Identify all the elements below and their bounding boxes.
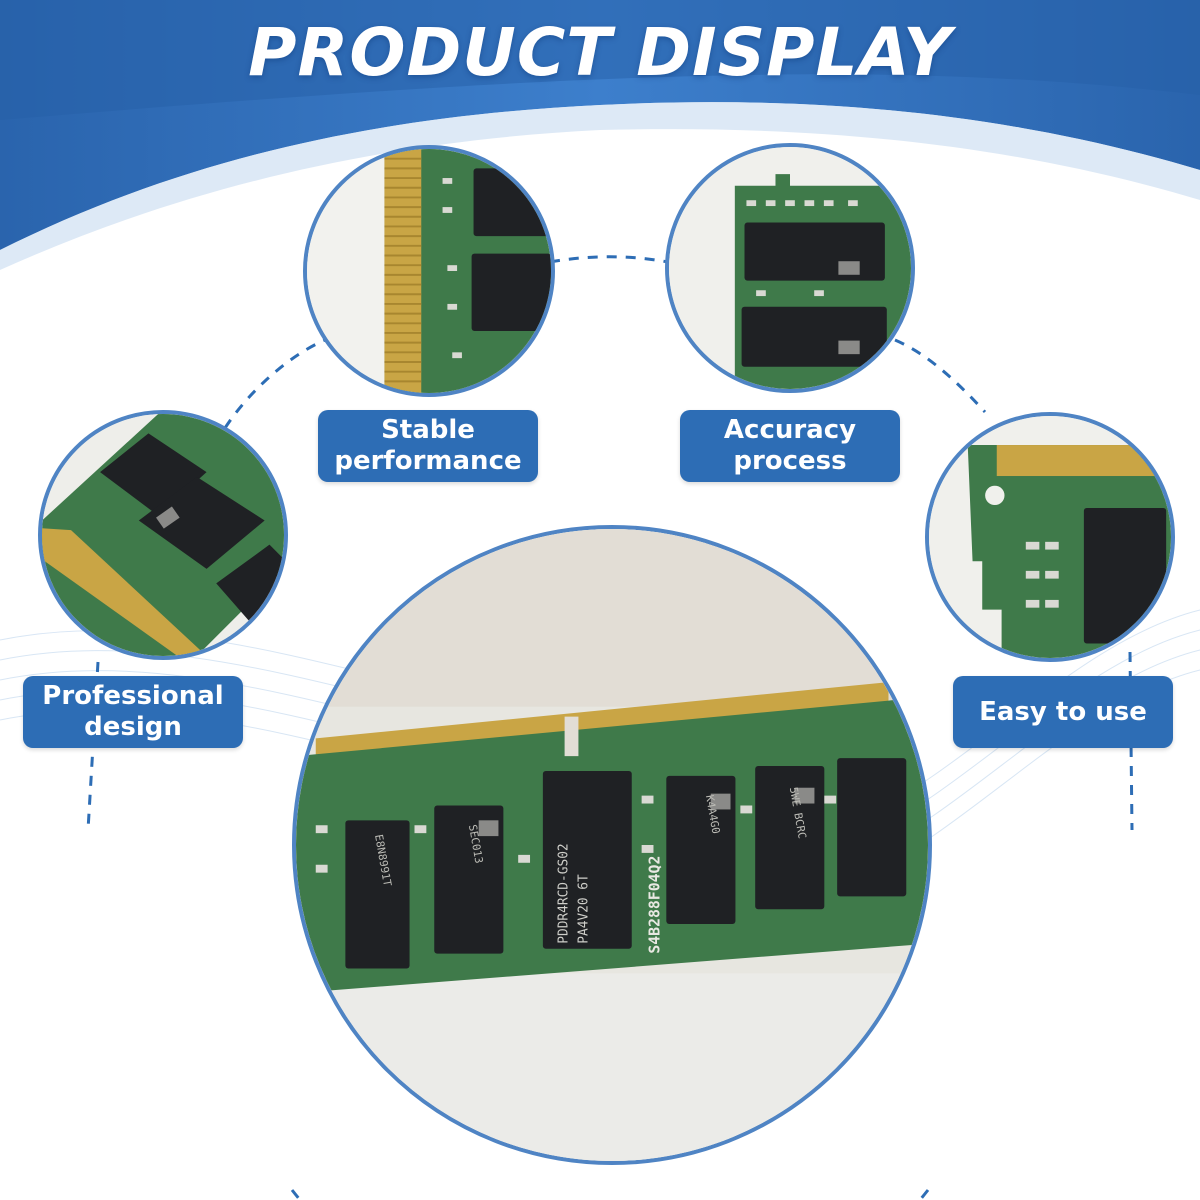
feature-badge-professional: Professional design [23, 676, 243, 748]
closeup-stable-circle [303, 145, 555, 397]
board-serial-marking: S4B288F04Q2 [646, 856, 663, 954]
main-chip-marking-2: PA4V20 6T [576, 874, 591, 944]
ram-closeup-angle-icon [42, 414, 284, 656]
feature-badge-easy: Easy to use [953, 676, 1173, 748]
feature-badge-accuracy: Accuracy process [680, 410, 900, 482]
ram-closeup-chips-icon [669, 147, 911, 389]
closeup-easy-circle [925, 412, 1175, 662]
feature-badge-stable: Stable performance [318, 410, 538, 482]
feature-label-line2: design [84, 712, 182, 742]
page-title: PRODUCT DISPLAY [248, 14, 952, 91]
feature-label-line1: Accuracy [723, 415, 857, 445]
feature-label-line1: Professional [42, 681, 224, 711]
feature-label-line1: Stable [381, 415, 475, 445]
closeup-professional-circle [38, 410, 288, 660]
header-banner [0, 0, 1200, 270]
closeup-accuracy-circle [665, 143, 915, 393]
feature-label-line1: Easy to use [979, 696, 1147, 727]
feature-label-line2: performance [334, 446, 522, 476]
feature-label-line2: process [733, 446, 847, 476]
ram-closeup-notch-icon [929, 416, 1171, 658]
main-product-circle: PDDR4RCD-GS02 PA4V20 6T S4B288F04Q2 E8N8… [292, 525, 932, 1165]
main-chip-marking: PDDR4RCD-GS02 [557, 843, 572, 943]
ram-closeup-edge-icon [307, 149, 551, 393]
ram-module-photo-icon: PDDR4RCD-GS02 PA4V20 6T S4B288F04Q2 E8N8… [296, 529, 928, 1161]
